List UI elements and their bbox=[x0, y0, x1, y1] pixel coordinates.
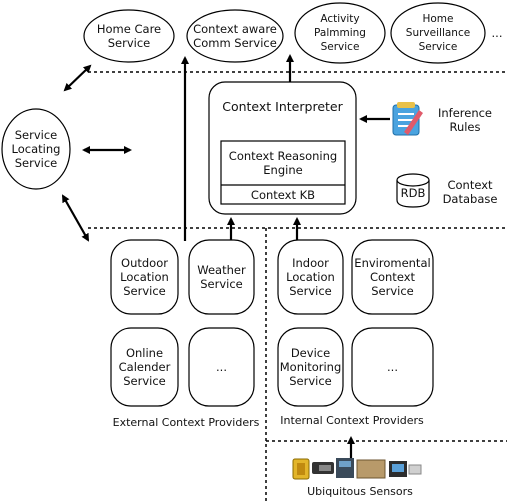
rdb-label: RDB bbox=[400, 186, 426, 200]
online-calender-service-box bbox=[110, 327, 179, 407]
service-locating-service-node bbox=[1, 108, 71, 190]
inference-rules-label: Inference Rules bbox=[437, 106, 493, 134]
ubiquitous-sensors-image bbox=[292, 458, 422, 480]
environmental-context-service-box bbox=[351, 239, 434, 315]
weather-service-label: Weather Service bbox=[197, 263, 246, 291]
environmental-context-service-label: Enviromental Context Service bbox=[354, 256, 431, 298]
home-care-service-label: Home Care Service bbox=[96, 22, 162, 50]
external-ellipsis-label: ... bbox=[216, 360, 227, 374]
internal-context-providers-caption: Internal Context Providers bbox=[280, 414, 424, 427]
external-context-providers-caption: External Context Providers bbox=[112, 416, 260, 429]
context-aware-comm-service-node bbox=[186, 9, 284, 63]
weather-service-box bbox=[188, 239, 255, 315]
internal-ellipsis-label: ... bbox=[387, 360, 398, 374]
outdoor-location-service-box bbox=[110, 239, 179, 315]
context-reasoning-engine-label: Context Reasoning Engine bbox=[228, 149, 338, 177]
reasoning-engine-box bbox=[220, 140, 346, 205]
context-kb-label: Context KB bbox=[250, 188, 316, 202]
arrow-locating-providers bbox=[62, 194, 89, 242]
activity-palmming-service-label: Activity Palmming Service bbox=[314, 13, 366, 53]
indoor-location-service-label: Indoor Location Service bbox=[286, 256, 335, 298]
internal-ellipsis-box bbox=[351, 327, 434, 407]
home-surveillance-service-node bbox=[390, 2, 486, 64]
indoor-location-service-box bbox=[277, 239, 344, 315]
home-care-service-node bbox=[83, 9, 175, 63]
rdb-cylinder bbox=[396, 173, 430, 208]
device-monitoring-service-box bbox=[277, 327, 344, 407]
outdoor-location-service-label: Outdoor Location Service bbox=[120, 256, 169, 298]
top-ellipsis: ... bbox=[491, 26, 503, 40]
context-interpreter-title: Context Interpreter bbox=[222, 99, 343, 114]
online-calender-service-label: Online Calender Service bbox=[118, 346, 171, 388]
device-monitoring-service-label: Device Monitoring Service bbox=[279, 346, 342, 388]
home-surveillance-service-label: Home Surveillance Service bbox=[405, 13, 471, 53]
context-database-label: Context Database bbox=[442, 178, 498, 206]
service-locating-service-label: Service Locating Service bbox=[11, 128, 61, 170]
ubiquitous-sensors-caption: Ubiquitous Sensors bbox=[307, 485, 413, 498]
context-aware-comm-service-label: Context aware Comm Service bbox=[193, 22, 277, 50]
external-ellipsis-box bbox=[188, 327, 255, 407]
activity-palmming-service-node bbox=[294, 2, 386, 64]
arrow-locating-home-care bbox=[63, 64, 92, 92]
inference-rules-icon bbox=[392, 102, 423, 136]
